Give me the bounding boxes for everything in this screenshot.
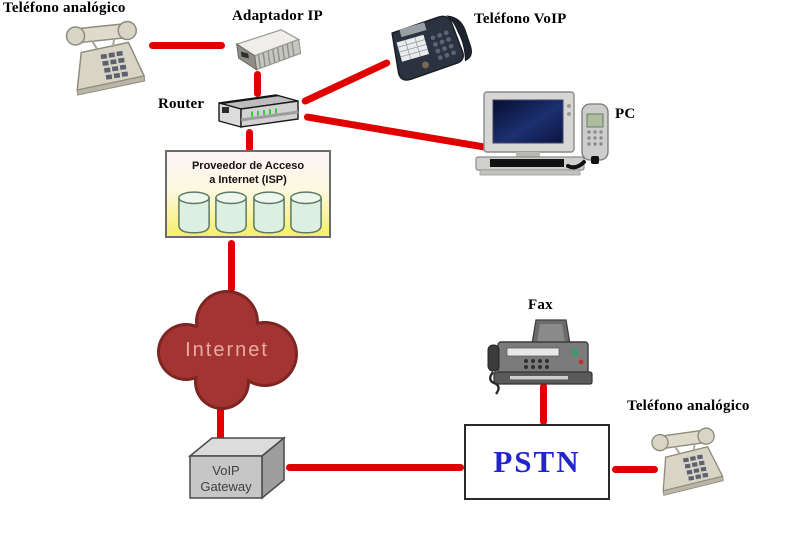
connector-isp-to-internet bbox=[228, 240, 235, 292]
label-analog-phone-bottom: Teléfono analógico bbox=[627, 398, 750, 414]
analog-phone-top-image bbox=[58, 18, 153, 96]
isp-title-line1: Proveedor de Acceso bbox=[191, 160, 305, 172]
connector-router-to-voipphone bbox=[300, 58, 392, 106]
internet-cloud-label: Internet bbox=[185, 339, 269, 361]
label-adaptador-ip: Adaptador IP bbox=[232, 8, 323, 24]
connector-router-to-pc bbox=[303, 113, 500, 153]
fax-image bbox=[486, 318, 601, 396]
isp-box: Proveedor de Acceso a Internet (ISP) bbox=[165, 150, 331, 238]
connector-internet-to-gateway bbox=[217, 406, 224, 444]
connector-fax-to-pstn bbox=[540, 383, 547, 425]
label-fax: Fax bbox=[528, 297, 553, 313]
label-router: Router bbox=[158, 96, 205, 112]
isp-server-cylinders bbox=[177, 188, 323, 236]
database-cylinder-icon bbox=[252, 191, 285, 234]
connector-phone-to-adapter bbox=[149, 42, 225, 49]
database-cylinder-icon bbox=[290, 191, 322, 234]
voip-phone-image bbox=[382, 12, 474, 84]
internet-cloud: Internet bbox=[152, 290, 302, 412]
voip-gateway-label-line1: VoIP bbox=[212, 463, 239, 478]
pstn-box: PSTN bbox=[464, 424, 610, 500]
label-telefono-voip: Teléfono VoIP bbox=[474, 11, 567, 27]
ip-adapter-image bbox=[228, 24, 306, 78]
database-cylinder-icon bbox=[178, 191, 210, 234]
connector-router-to-isp bbox=[246, 129, 253, 152]
label-analog-phone-top: Teléfono analógico bbox=[3, 0, 126, 16]
connector-gateway-to-pstn bbox=[286, 464, 464, 471]
voip-gateway-label-line2: Gateway bbox=[200, 479, 252, 494]
pc-image bbox=[472, 86, 612, 176]
isp-title-line2: a Internet (ISP) bbox=[209, 174, 287, 187]
analog-phone-bottom-image bbox=[645, 418, 730, 503]
connector-pstn-to-phone bbox=[612, 466, 658, 473]
label-pc: PC bbox=[615, 106, 636, 122]
router-image bbox=[214, 90, 302, 132]
database-cylinder-icon bbox=[215, 191, 248, 234]
pstn-label: PSTN bbox=[493, 444, 581, 479]
connector-adapter-to-router bbox=[254, 71, 261, 97]
voip-gateway-image: VoIP Gateway bbox=[184, 432, 296, 510]
